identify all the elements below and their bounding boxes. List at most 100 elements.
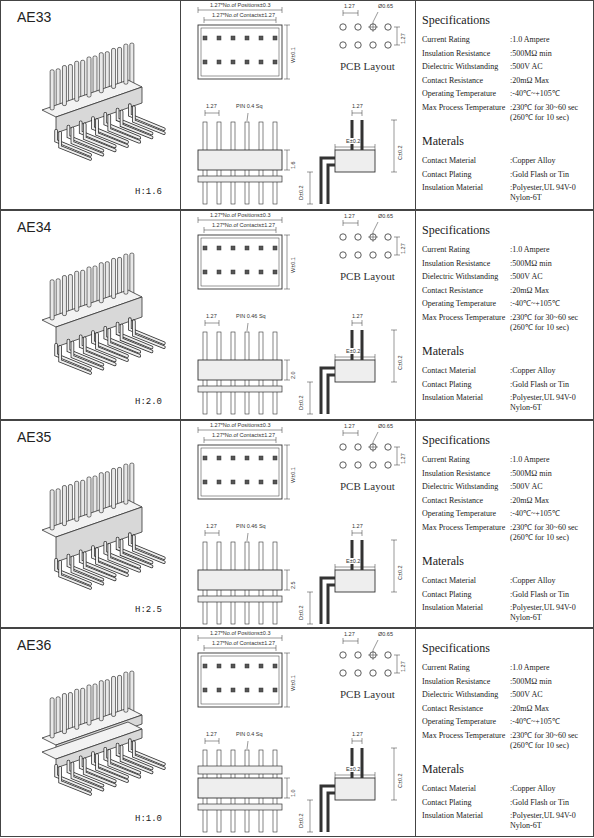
spec-name: Contact Material: [422, 366, 476, 376]
dimension-text: E±0.2: [346, 558, 360, 564]
spec-name: Contact Plating: [422, 798, 472, 808]
spec-value: :1.0 Ampere: [510, 35, 588, 45]
spec-value: :20mΩ Max: [510, 76, 588, 86]
spec-value: :Polyester,UL 94V-0 Nylon-6T: [510, 603, 588, 623]
section-heading: Specifications: [422, 13, 490, 27]
spec-name: Contact Material: [422, 576, 476, 586]
dimension-text: 1.27: [344, 3, 355, 9]
dimension-text: W±0.1: [290, 47, 296, 63]
section-heading: Materals: [422, 554, 464, 568]
spec-name: Max Process Temperature: [422, 523, 505, 533]
dimension-text: W±0.1: [290, 257, 296, 273]
spec-value: :Copper Alloy: [510, 576, 588, 586]
header-picture: [42, 463, 164, 588]
dimension-text: 1.27*No.of Contacts±1.27: [212, 12, 275, 18]
dimension-text: 1.27*No.of Positions±0.3: [210, 2, 271, 8]
spec-name: Insulation Material: [422, 183, 483, 193]
spec-name: Contact Resistance: [422, 496, 483, 506]
spec-name: Insulation Material: [422, 811, 483, 821]
spec-name: Operating Temperature: [422, 509, 496, 519]
dimension-text: Ø0.65: [378, 423, 393, 429]
spec-value: :500MΩ min: [510, 49, 588, 59]
spec-value: :500V AC: [510, 62, 588, 72]
dimension-text: 1.27: [206, 103, 217, 109]
height-note: H:2.0: [135, 397, 162, 408]
spec-name: Contact Resistance: [422, 286, 483, 296]
height-note: H:2.5: [135, 605, 162, 616]
pin-size-note: PIN 0.46 Sq: [236, 523, 266, 529]
dimension-text: W±0.1: [290, 467, 296, 483]
spec-value: :Gold Flash or Tin: [510, 380, 588, 390]
spec-value: :230℃ for 30~60 sec (260℃ for 10 sec): [510, 103, 588, 123]
view-title: PCB Layout: [340, 688, 395, 701]
section-heading: Materals: [422, 134, 464, 148]
spec-value: :230℃ for 30~60 sec (260℃ for 10 sec): [510, 731, 588, 751]
spec-value: :1.0 Ampere: [510, 455, 588, 465]
spec-cell: SpecificationsCurrent Rating:1.0 AmpereI…: [415, 210, 594, 420]
spec-name: Operating Temperature: [422, 717, 496, 727]
dimension-text: Ø0.65: [378, 3, 393, 9]
dimension-text: C±0.2: [397, 355, 403, 370]
dimension-text: Ø0.65: [378, 213, 393, 219]
dimension-text: 1.27: [344, 631, 355, 637]
spec-value: :500V AC: [510, 690, 588, 700]
spec-value: :Copper Alloy: [510, 156, 588, 166]
spec-value: :Gold Flash or Tin: [510, 170, 588, 180]
technical-drawing: [198, 427, 400, 624]
dimension-text: 1.0: [290, 789, 296, 797]
spec-value: :500MΩ min: [510, 259, 588, 269]
height-note: H:1.0: [135, 814, 162, 825]
dimension-text: D±0.2: [298, 185, 304, 200]
spec-name: Operating Temperature: [422, 89, 496, 99]
spec-value: :Polyester,UL 94V-0 Nylon-6T: [510, 183, 588, 203]
dimension-text: 1.27: [400, 243, 406, 254]
dimension-text: E±0.2: [346, 138, 360, 144]
spec-name: Max Process Temperature: [422, 103, 505, 113]
spec-value: :Gold Flash or Tin: [510, 590, 588, 600]
spec-name: Max Process Temperature: [422, 731, 505, 741]
header-picture: [42, 43, 164, 159]
dimension-text: 1.27: [344, 213, 355, 219]
spec-name: Operating Temperature: [422, 299, 496, 309]
spec-name: Max Process Temperature: [422, 313, 505, 323]
dimension-text: 1.27: [206, 731, 217, 737]
spec-name: Contact Plating: [422, 590, 472, 600]
dimension-text: 1.27: [206, 313, 217, 319]
spec-cell: SpecificationsCurrent Rating:1.0 AmpereI…: [415, 420, 594, 628]
spec-name: Contact Material: [422, 156, 476, 166]
spec-name: Contact Plating: [422, 170, 472, 180]
dimension-text: 1.6: [290, 161, 296, 169]
dimension-text: 1.27: [352, 313, 363, 319]
dimension-text: 1.27*No.of Contacts±1.27: [212, 222, 275, 228]
dimension-text: D±0.2: [298, 813, 304, 828]
view-title: PCB Layout: [340, 480, 395, 493]
spec-name: Insulation Resistance: [422, 469, 490, 479]
spec-value: :20mΩ Max: [510, 704, 588, 714]
height-note: H:1.6: [135, 187, 162, 198]
dimension-text: E±0.2: [346, 766, 360, 772]
dimension-text: 1.27: [400, 33, 406, 44]
dimension-text: 1.27*No.of Positions±0.3: [210, 630, 271, 636]
spec-name: Dielectric Withstanding: [422, 482, 498, 492]
spec-value: :Gold Flash or Tin: [510, 798, 588, 808]
spec-name: Current Rating: [422, 35, 470, 45]
dimension-text: 1.27: [344, 423, 355, 429]
dimension-text: 2.5: [290, 581, 296, 589]
spec-name: Contact Resistance: [422, 704, 483, 714]
spec-name: Contact Resistance: [422, 76, 483, 86]
dimension-text: W±0.1: [290, 675, 296, 691]
spec-value: :-40℃~+105℃: [510, 509, 588, 519]
header-picture: [42, 253, 164, 373]
header-picture: [42, 671, 164, 794]
dimension-text: 2.0: [290, 371, 296, 379]
spec-name: Insulation Resistance: [422, 259, 490, 269]
spec-name: Current Rating: [422, 245, 470, 255]
spec-name: Current Rating: [422, 455, 470, 465]
dimension-text: 1.27: [352, 523, 363, 529]
spec-name: Insulation Resistance: [422, 677, 490, 687]
dimension-text: C±0.2: [397, 565, 403, 580]
spec-name: Dielectric Withstanding: [422, 272, 498, 282]
spec-value: :230℃ for 30~60 sec (260℃ for 10 sec): [510, 523, 588, 543]
